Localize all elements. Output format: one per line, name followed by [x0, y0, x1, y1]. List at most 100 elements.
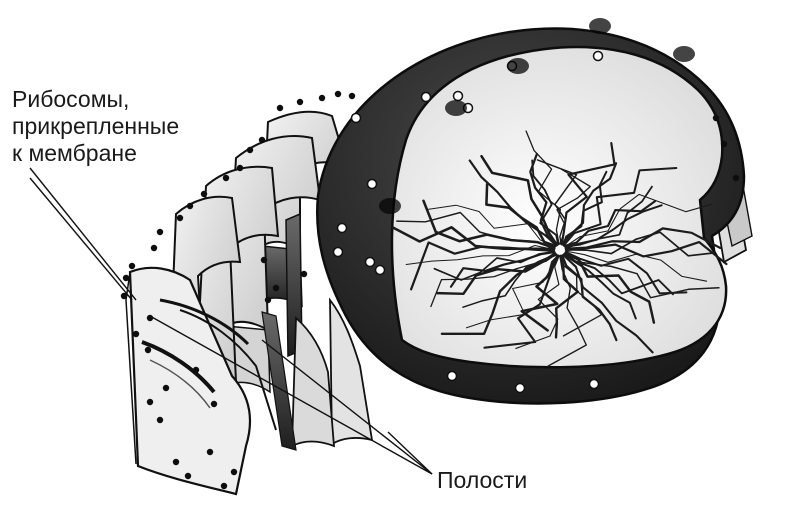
chromatin-strand: [515, 255, 560, 349]
nuclear-pore: [350, 112, 362, 124]
chromatin-strand: [564, 204, 663, 249]
leader-line-cavities-1: [149, 315, 433, 475]
chromatin-strand: [554, 254, 580, 339]
chromatin-strand: [561, 162, 618, 246]
ribosome-dot: [156, 228, 164, 236]
chromatin-strand: [564, 185, 653, 248]
ribosome-dot: [186, 202, 194, 210]
ribosomes: [120, 90, 740, 490]
chromatin-strand: [433, 250, 556, 281]
leader-line-cavities-2: [261, 339, 433, 475]
chromatin-strand: [425, 204, 556, 248]
chromatin-strand: [435, 252, 557, 296]
ribosome-dot: [144, 346, 152, 354]
nuclear-pore: [514, 382, 526, 394]
chromatin-strand: [430, 252, 556, 308]
nuclear-pore: [452, 90, 464, 102]
ribosome-dot: [176, 214, 184, 222]
chromatin-strand: [562, 166, 678, 247]
ribosome-dot: [222, 174, 230, 182]
ribosome-dot: [150, 244, 158, 252]
chromatin-strand: [562, 253, 654, 354]
chromatin-strand: [480, 154, 559, 247]
envelope-spot: [589, 18, 611, 34]
nuclear-pores: [332, 18, 695, 394]
chromatin-strand: [396, 211, 556, 249]
nuclear-pore: [374, 264, 386, 276]
chromatin-strand: [531, 159, 560, 246]
nuclear-pore: [366, 178, 378, 190]
chromatin-strand: [564, 251, 720, 299]
chromatin-strand: [562, 253, 637, 320]
ribosome-dot: [732, 174, 740, 182]
chromatin-strand: [547, 255, 587, 367]
ribosome-dot: [146, 398, 154, 406]
ribosome-dot: [192, 366, 200, 374]
envelope-spot: [379, 198, 401, 214]
chromatin-strand: [483, 254, 559, 349]
ribosome-dot: [162, 384, 170, 392]
nucleus-interior: [390, 45, 728, 369]
chromatin-strand: [562, 170, 608, 246]
ribosome-dot: [712, 114, 720, 122]
label-ribosomes: Рибосомы, прикрепленные к мембране: [12, 86, 179, 167]
chromatin-strand: [520, 254, 560, 332]
ribosome-dot: [156, 416, 164, 424]
chromatin-strand: [405, 244, 555, 266]
ribosome-dot: [236, 164, 244, 172]
ribosome-dot: [300, 270, 308, 278]
ribosome-dot: [720, 140, 728, 148]
ribosome-dot: [258, 136, 266, 144]
chromatin-strand: [564, 250, 688, 295]
chromatin-strand: [462, 253, 557, 308]
chromatin-strand: [564, 193, 712, 248]
label-ribosomes-line-2: прикрепленные: [12, 113, 180, 139]
nuclear-pore: [364, 256, 376, 268]
ribosome-dot: [220, 482, 228, 490]
envelope-spot: [507, 58, 529, 74]
ribosome-dot: [122, 274, 130, 282]
nuclear-pore: [420, 91, 432, 103]
chromatin-strand: [564, 227, 722, 250]
ribosome-dot: [132, 330, 140, 338]
leader-line-cavities-3: [387, 431, 433, 475]
label-ribosomes-line-3: к мембране: [12, 140, 137, 166]
nuclear-pore: [588, 378, 600, 390]
nuclear-pore: [592, 50, 604, 62]
chromatin: [392, 130, 728, 367]
ribosome-dot: [230, 468, 238, 476]
endoplasmic-reticulum: [125, 110, 374, 496]
ribosome-dot: [260, 256, 268, 264]
ribosome-dot: [206, 448, 214, 456]
chromatin-strand: [563, 200, 657, 248]
ribosome-dot: [318, 94, 326, 102]
ribosome-dot: [200, 190, 208, 198]
ribosome-dot: [128, 262, 136, 270]
chromatin-strand: [525, 130, 562, 245]
ribosome-dot: [276, 104, 284, 112]
label-ribosomes-line-1: Рибосомы,: [12, 86, 130, 112]
leader-line-ribosomes-1: [29, 167, 137, 301]
chromatin-strand: [529, 152, 559, 246]
er-cisterna-front: [125, 266, 277, 496]
ribosome-dot: [296, 98, 304, 106]
chromatin-strand: [565, 250, 708, 282]
ribosome-dot: [184, 472, 192, 480]
chromatin-strand: [563, 252, 656, 324]
nuclear-pore: [332, 246, 344, 258]
ribosome-dot: [210, 400, 218, 408]
ribosome-dot: [246, 146, 254, 154]
ribosome-dot: [272, 284, 280, 292]
ribosome-dot: [334, 90, 342, 98]
nuclear-pore: [446, 370, 458, 382]
ribosome-dot: [120, 292, 128, 300]
label-cavities: Полости: [437, 467, 528, 493]
envelope-spot: [445, 100, 467, 116]
nuclear-pore: [336, 222, 348, 234]
ribosome-dot: [348, 92, 356, 100]
leader-line-ribosomes-2: [29, 177, 133, 301]
ribosome-dot: [172, 458, 180, 466]
envelope-spot: [673, 46, 695, 62]
chromatin-strand: [468, 159, 558, 247]
